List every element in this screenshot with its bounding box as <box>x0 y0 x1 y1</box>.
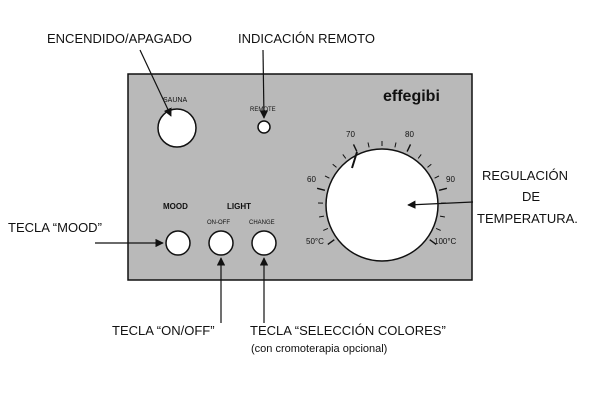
mood-label: MOOD <box>163 202 188 211</box>
dial-tick <box>394 142 397 148</box>
brand-logo: effegibi <box>383 88 440 105</box>
dial-label-100: 100°C <box>434 237 457 246</box>
dial-tick <box>439 215 445 218</box>
dial-label-50: 50°C <box>306 237 324 246</box>
arrow-temperature <box>407 200 474 209</box>
callout-colors-line1: TECLA “SELECCIÓN COLORES” <box>250 323 446 338</box>
dial-tick <box>417 154 422 159</box>
change-label: CHANGE <box>249 220 275 226</box>
callout-remote: INDICACIÓN REMOTO <box>238 31 375 46</box>
remote-label: REMOTE <box>250 107 276 113</box>
arrow-power <box>139 49 172 117</box>
dial-tick <box>352 144 358 152</box>
arrow-remote <box>259 49 269 119</box>
callout-on-off: TECLA “ON/OFF” <box>112 323 215 338</box>
dial-tick <box>435 227 441 231</box>
callout-temperature-line2: DE <box>522 189 540 204</box>
dial-label-60: 60 <box>307 175 316 184</box>
dial-tick <box>324 175 330 179</box>
dial-label-90: 90 <box>446 175 455 184</box>
dial-tick <box>367 142 370 148</box>
dial-tick <box>327 239 335 245</box>
dial-label-70: 70 <box>346 130 355 139</box>
color-change-button[interactable] <box>251 230 277 256</box>
light-on-off-button[interactable] <box>208 230 234 256</box>
callout-mood: TECLA “MOOD” <box>8 220 102 235</box>
dial-tick <box>332 163 337 168</box>
callout-temperature-line3: TEMPERATURA. <box>477 211 578 226</box>
dial-knob[interactable] <box>325 148 439 262</box>
callout-temperature-line1: REGULACIÓN <box>482 168 568 183</box>
dial-tick <box>427 163 432 168</box>
dial-label-80: 80 <box>405 130 414 139</box>
temperature-dial[interactable] <box>316 141 448 262</box>
dial-tick <box>316 187 326 191</box>
light-label: LIGHT <box>227 202 251 211</box>
dial-tick <box>406 144 412 152</box>
dial-tick <box>323 227 329 231</box>
callout-power: ENCENDIDO/APAGADO <box>47 31 192 46</box>
dial-tick <box>438 187 448 191</box>
dial-tick <box>319 215 325 218</box>
on-off-label: ON-OFF <box>207 220 230 226</box>
dial-tick <box>429 239 437 245</box>
mood-button[interactable] <box>165 230 191 256</box>
callout-colors-line2: (con cromoterapia opcional) <box>251 343 387 355</box>
remote-indicator-led <box>257 120 271 134</box>
dial-tick <box>434 175 440 179</box>
sauna-power-button[interactable] <box>157 108 197 148</box>
callout-arrows <box>95 49 474 323</box>
dial-tick <box>342 154 347 159</box>
sauna-label: SAUNA <box>163 97 187 104</box>
dial-pointer <box>351 151 358 169</box>
